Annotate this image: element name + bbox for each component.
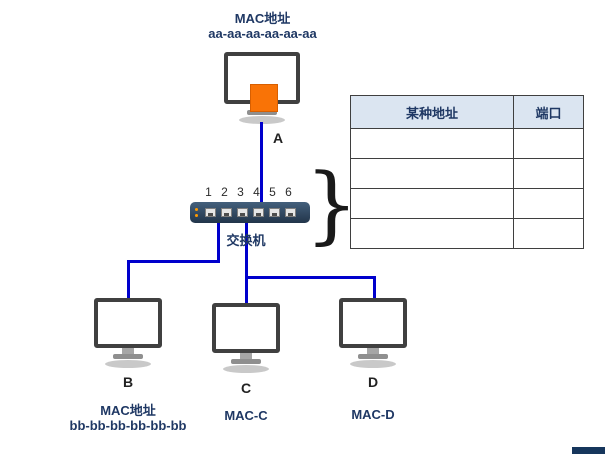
switch-label: 交换机 bbox=[226, 233, 266, 248]
table-cell bbox=[513, 218, 584, 249]
wire-switch-down bbox=[217, 223, 220, 263]
keyboard-icon bbox=[105, 360, 151, 368]
computer-a-mac-value: aa-aa-aa-aa-aa-aa bbox=[208, 26, 317, 41]
ethernet-port-icon bbox=[284, 208, 296, 217]
table-row bbox=[350, 188, 584, 219]
table-header-address: 某种地址 bbox=[350, 95, 514, 129]
monitor-screen bbox=[212, 303, 280, 353]
table-cell bbox=[513, 188, 584, 219]
computer-c-mac-value: MAC-C bbox=[224, 408, 268, 423]
table-header-row: 某种地址 端口 bbox=[350, 95, 584, 129]
table-cell bbox=[350, 128, 514, 159]
table-cell bbox=[513, 128, 584, 159]
monitor-base bbox=[247, 110, 277, 115]
brace: } bbox=[305, 155, 359, 253]
computer-a-letter: A bbox=[272, 130, 284, 146]
switch-port-numbers: 1 2 3 4 5 6 bbox=[205, 185, 295, 199]
computer-b-mac-label: MAC地址 bbox=[100, 403, 156, 418]
computer-d-letter: D bbox=[367, 374, 379, 390]
keyboard-icon bbox=[350, 360, 396, 368]
switch bbox=[190, 202, 310, 223]
mac-address-table: 某种地址 端口 bbox=[350, 95, 584, 249]
ethernet-port-icon bbox=[268, 208, 280, 217]
led-icon bbox=[195, 214, 198, 217]
table-row bbox=[350, 158, 584, 189]
monitor-base bbox=[113, 354, 143, 359]
wire-horizontal-b bbox=[127, 260, 220, 263]
ethernet-port-icon bbox=[236, 208, 248, 217]
led-icon bbox=[195, 208, 198, 211]
keyboard-icon bbox=[239, 116, 285, 124]
table-cell bbox=[350, 188, 514, 219]
keyboard-icon bbox=[223, 365, 269, 373]
computer-d-mac-value: MAC-D bbox=[351, 407, 395, 422]
monitor-screen bbox=[339, 298, 407, 348]
table-cell bbox=[350, 218, 514, 249]
monitor-stand bbox=[122, 348, 134, 354]
wire-to-b bbox=[127, 260, 130, 300]
computer-b-letter: B bbox=[122, 374, 134, 390]
table-header-port: 端口 bbox=[513, 95, 584, 129]
computer-a bbox=[224, 52, 300, 124]
mac-table-body bbox=[350, 128, 584, 249]
wire-horizontal-d bbox=[245, 276, 376, 279]
computer-d bbox=[339, 298, 407, 368]
table-cell bbox=[350, 158, 514, 189]
table-cell bbox=[513, 158, 584, 189]
monitor-base bbox=[358, 354, 388, 359]
orange-square-icon bbox=[250, 84, 278, 112]
computer-c-letter: C bbox=[240, 380, 252, 396]
table-row bbox=[350, 218, 584, 249]
table-row bbox=[350, 128, 584, 159]
corner-watermark bbox=[572, 447, 605, 454]
monitor-stand bbox=[240, 353, 252, 359]
monitor-stand bbox=[367, 348, 379, 354]
ethernet-port-icon bbox=[252, 208, 264, 217]
ethernet-port-icon bbox=[220, 208, 232, 217]
computer-c bbox=[212, 303, 280, 373]
computer-a-mac-label: MAC地址 bbox=[234, 11, 291, 26]
wire-a-to-switch bbox=[260, 122, 263, 203]
wire-to-c bbox=[245, 223, 248, 307]
ethernet-port-icon bbox=[204, 208, 216, 217]
computer-b bbox=[94, 298, 162, 368]
monitor-screen bbox=[94, 298, 162, 348]
wire-to-d bbox=[373, 276, 376, 302]
computer-b-mac-value: bb-bb-bb-bb-bb-bb bbox=[69, 418, 187, 433]
monitor-base bbox=[231, 359, 261, 364]
